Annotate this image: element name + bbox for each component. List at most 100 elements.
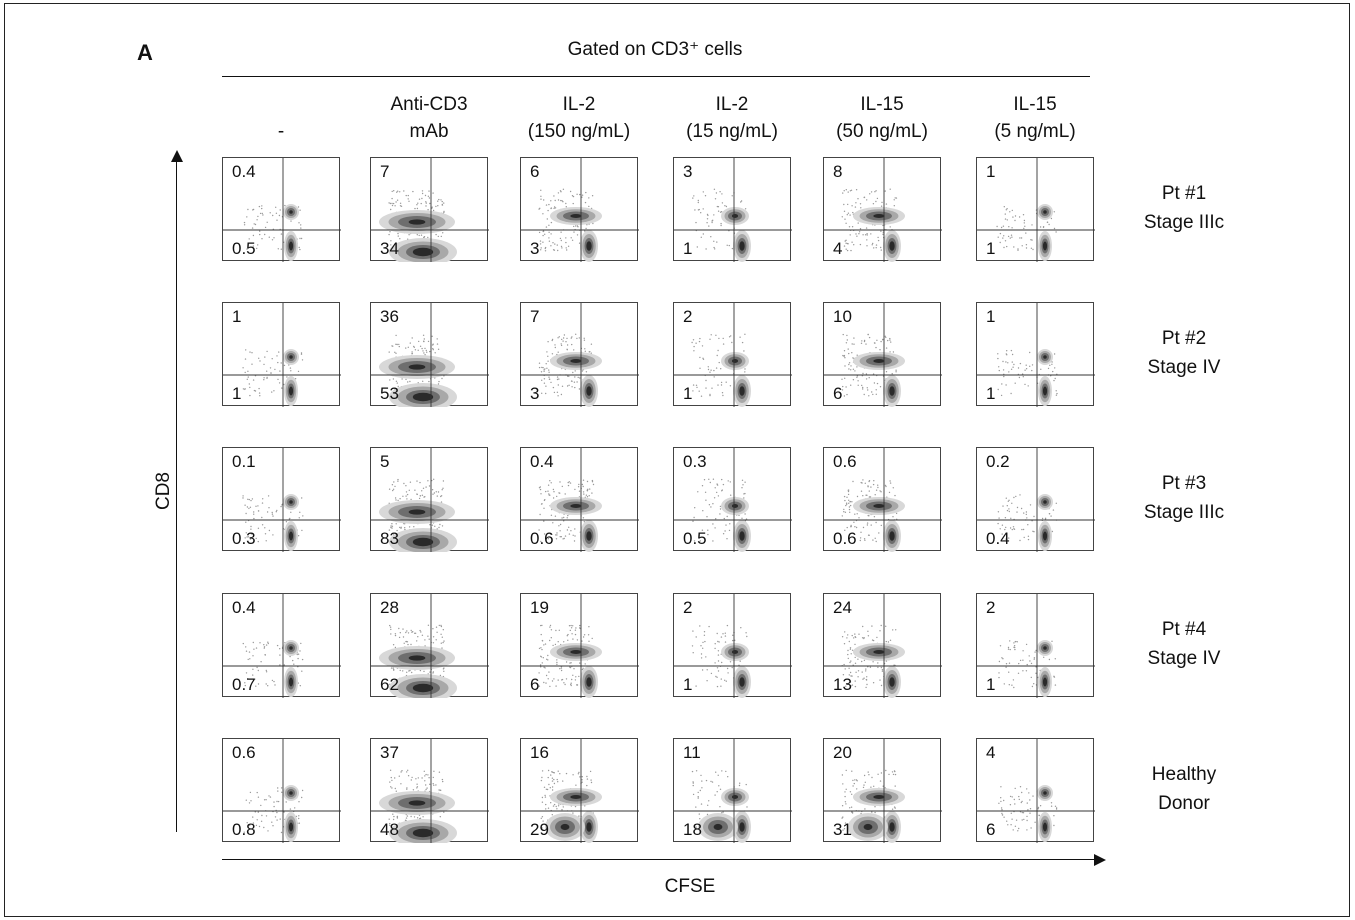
event-dot: [697, 791, 699, 794]
event-dot: [258, 357, 260, 359]
event-dot: [699, 367, 701, 369]
event-dot: [1031, 369, 1033, 372]
event-dot: [559, 190, 562, 192]
event-dot: [725, 205, 728, 208]
event-dot: [435, 205, 437, 208]
event-dot: [702, 510, 704, 512]
event-dot: [556, 534, 558, 536]
cell-population-contour: [289, 791, 293, 795]
event-dot: [553, 207, 555, 210]
event-dot: [870, 486, 872, 488]
event-dot: [843, 245, 846, 247]
event-dot: [402, 628, 404, 630]
event-dot: [692, 793, 695, 796]
event-dot: [871, 391, 873, 393]
event-dot: [569, 666, 571, 668]
event-dot: [859, 243, 862, 246]
row-label-line2: Stage IIIc: [1143, 212, 1225, 233]
event-dot: [572, 674, 574, 676]
event-dot: [741, 479, 744, 481]
event-dot: [424, 354, 426, 356]
event-dot: [301, 789, 304, 792]
event-dot: [424, 645, 426, 647]
event-dot: [1001, 814, 1004, 816]
event-dot: [877, 666, 879, 669]
event-dot: [423, 670, 425, 673]
event-dot: [1029, 504, 1032, 506]
event-dot: [543, 644, 545, 646]
event-dot: [705, 248, 707, 250]
event-dot: [1025, 364, 1027, 366]
event-dot: [998, 366, 1000, 368]
event-dot: [695, 342, 697, 344]
event-dot: [1025, 232, 1027, 234]
upper-left-percentage: 8: [833, 162, 843, 181]
event-dot: [548, 224, 550, 226]
event-dot: [854, 643, 856, 646]
event-dot: [284, 204, 286, 207]
event-dot: [710, 236, 712, 238]
event-dot: [849, 661, 851, 664]
event-dot: [877, 662, 879, 664]
event-dot: [691, 770, 694, 773]
event-dot: [413, 526, 415, 528]
event-dot: [711, 221, 713, 224]
event-dot: [247, 376, 249, 378]
event-dot: [565, 241, 567, 244]
event-dot: [859, 539, 861, 542]
event-dot: [744, 208, 747, 210]
event-dot: [440, 633, 442, 635]
event-dot: [857, 384, 859, 386]
event-dot: [891, 808, 894, 810]
event-dot: [1017, 367, 1020, 369]
event-dot: [257, 683, 260, 685]
event-dot: [398, 343, 400, 346]
event-dot: [442, 487, 444, 489]
event-dot: [1027, 538, 1030, 541]
event-dot: [556, 378, 559, 381]
event-dot: [553, 803, 556, 806]
event-dot: [854, 662, 857, 664]
event-dot: [592, 483, 595, 486]
flow-plot-canvas: [521, 303, 639, 407]
event-dot: [1018, 795, 1020, 798]
event-dot: [867, 514, 869, 517]
event-dot: [732, 634, 734, 636]
upper-left-percentage: 1: [986, 162, 996, 181]
event-dot: [705, 656, 707, 658]
event-dot: [436, 631, 438, 633]
event-dot: [708, 478, 710, 480]
event-dot: [553, 782, 556, 785]
event-dot: [256, 247, 258, 250]
event-dot: [271, 821, 273, 823]
column-header-line1: IL-2: [562, 94, 596, 115]
event-dot: [546, 367, 548, 369]
event-dot: [880, 666, 883, 669]
event-dot: [562, 538, 564, 540]
event-dot: [1001, 383, 1003, 385]
event-dot: [1010, 349, 1013, 352]
event-dot: [997, 522, 999, 525]
event-dot: [862, 678, 864, 680]
event-dot: [294, 378, 297, 380]
event-dot: [576, 381, 578, 383]
event-dot: [244, 504, 246, 506]
event-dot: [423, 352, 425, 354]
event-dot: [844, 668, 846, 670]
event-dot: [575, 627, 577, 629]
event-dot: [849, 647, 852, 649]
event-dot: [851, 793, 853, 795]
event-dot: [581, 779, 583, 781]
event-dot: [548, 237, 550, 239]
event-dot: [1017, 248, 1019, 250]
event-dot: [1030, 247, 1033, 249]
event-dot: [866, 683, 868, 686]
event-dot: [1008, 671, 1010, 673]
event-dot: [560, 344, 563, 347]
event-dot: [398, 636, 401, 639]
event-dot: [249, 824, 251, 827]
event-dot: [582, 667, 584, 669]
event-dot: [552, 805, 555, 807]
event-dot: [579, 624, 581, 627]
